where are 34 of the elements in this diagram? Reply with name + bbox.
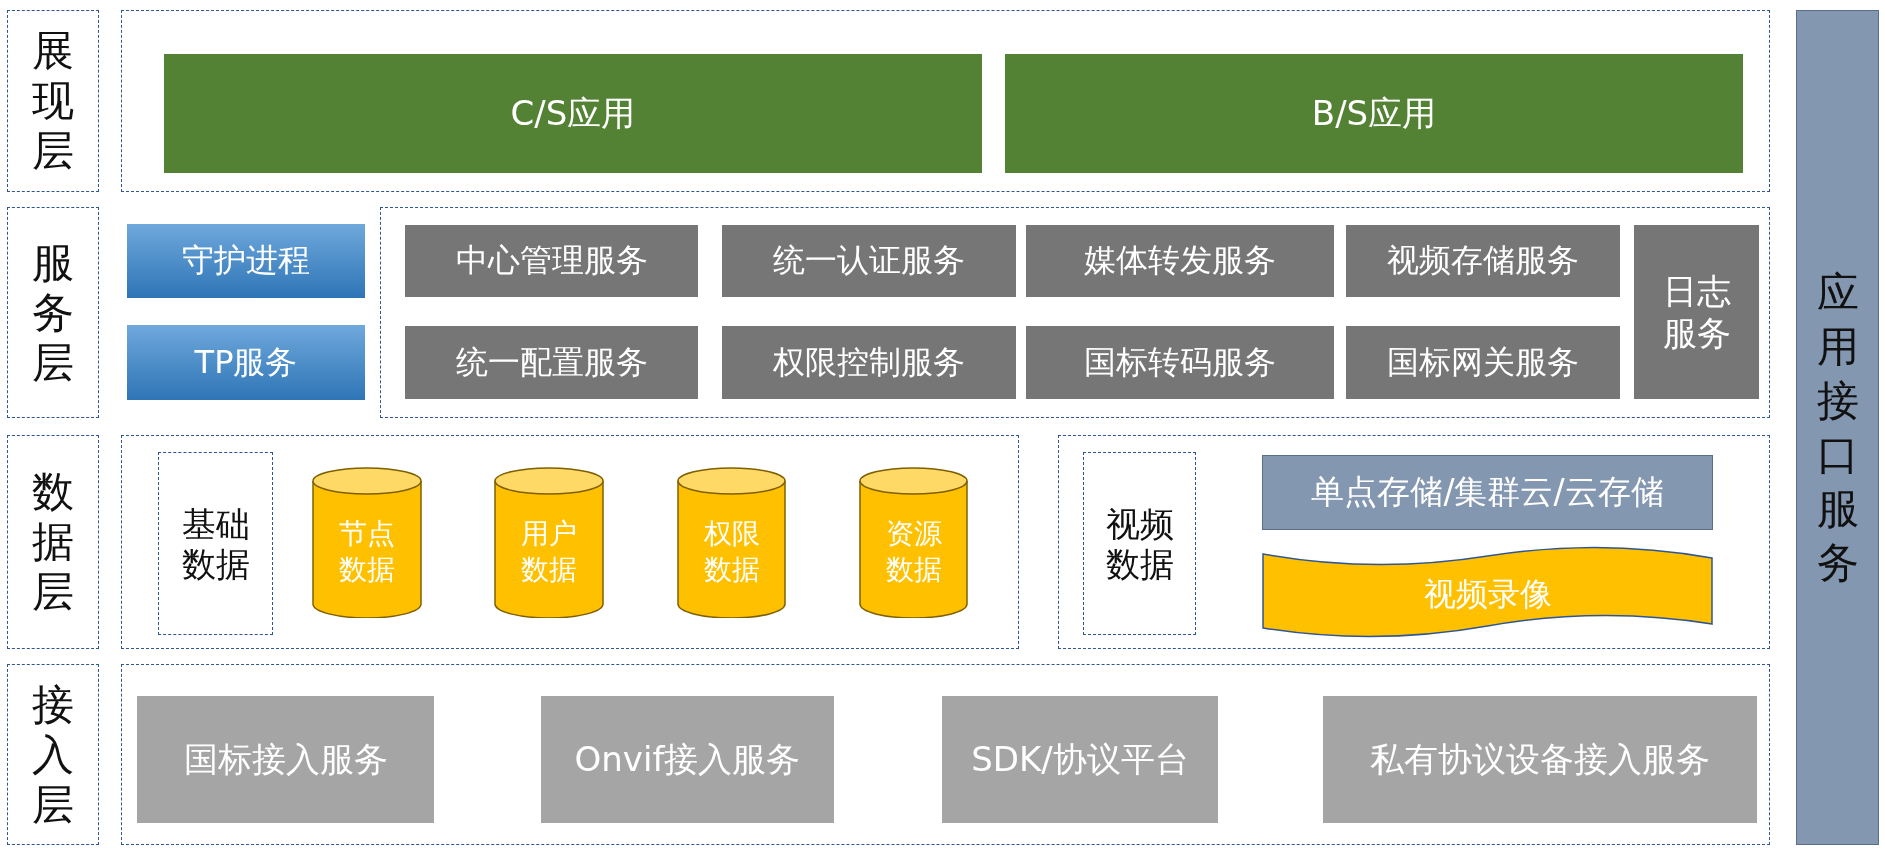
database-cylinder: 节点数据 — [312, 467, 422, 618]
service-box: 守护进程 — [127, 224, 365, 298]
app-bar: C/S应用 — [164, 54, 982, 173]
service-box: 国标网关服务 — [1346, 326, 1620, 399]
storage-bar: 单点存储/集群云/云存储 — [1262, 455, 1713, 530]
access-box: Onvif接入服务 — [541, 696, 834, 823]
app-bar: B/S应用 — [1005, 54, 1743, 173]
access-box: SDK/协议平台 — [942, 696, 1218, 823]
dashed-frame — [1058, 435, 1770, 649]
service-box: 媒体转发服务 — [1026, 225, 1334, 297]
data-label: 基础数据 — [158, 452, 273, 635]
dashed-frame — [121, 10, 1770, 192]
service-box: 统一认证服务 — [722, 225, 1016, 297]
layer-label: 服务层 — [7, 207, 99, 418]
database-cylinder: 用户数据 — [494, 467, 604, 618]
service-box: 权限控制服务 — [722, 326, 1016, 399]
service-box: 国标转码服务 — [1026, 326, 1334, 399]
layer-label: 数据层 — [7, 435, 99, 649]
layer-label: 接入层 — [7, 664, 99, 845]
service-box: 日志服务 — [1634, 225, 1759, 399]
service-box: 中心管理服务 — [405, 225, 698, 297]
service-box: 统一配置服务 — [405, 326, 698, 399]
dashed-frame — [121, 664, 1770, 845]
data-label: 视频数据 — [1083, 452, 1196, 635]
database-cylinder: 资源数据 — [859, 467, 968, 618]
access-box: 国标接入服务 — [137, 696, 434, 823]
side-bar: 应用接口服务 — [1796, 10, 1879, 845]
access-box: 私有协议设备接入服务 — [1323, 696, 1757, 823]
service-box: 视频存储服务 — [1346, 225, 1620, 297]
database-cylinder: 权限数据 — [677, 467, 786, 618]
service-box: TP服务 — [127, 325, 365, 400]
dashed-frame — [380, 207, 1770, 418]
layer-label: 展现层 — [7, 10, 99, 192]
dashed-frame — [121, 435, 1019, 649]
